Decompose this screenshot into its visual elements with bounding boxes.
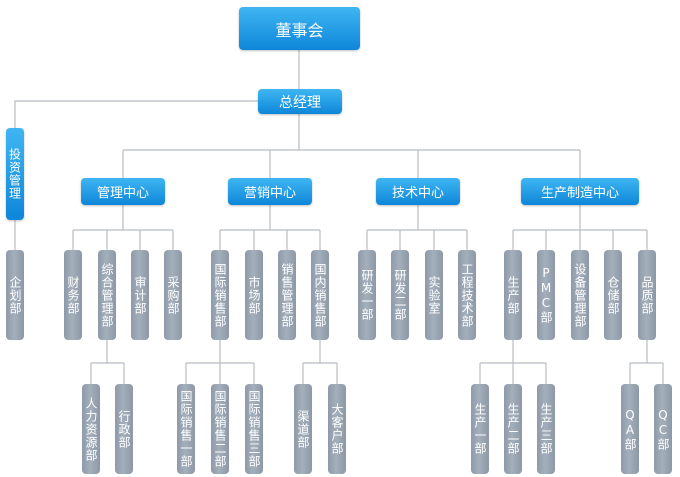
management-center-box: 管理中心	[81, 178, 165, 205]
subdept-label: 生产一部	[473, 403, 487, 455]
dept-label: 生产部	[506, 275, 520, 315]
dept-audit: 审计部	[131, 250, 149, 340]
subdept-label: 渠道部	[296, 409, 310, 449]
subdept-label: 生产三部	[539, 403, 553, 455]
dept-label: 综合管理部	[100, 262, 114, 328]
subdept-intl-3: 国际销售三部	[245, 384, 263, 474]
dept-pmc: PMC部	[537, 250, 555, 340]
subdept-qa: QA部	[621, 384, 639, 474]
chairman-box: 董事会	[239, 7, 360, 50]
dept-label: 品质部	[640, 275, 654, 315]
subdept-production-1: 生产一部	[471, 384, 489, 474]
subdept-intl-2: 国际销售二部	[211, 384, 229, 474]
subdept-key-accounts: 大客户部	[328, 384, 346, 474]
dept-label: 国内销售部	[313, 262, 327, 328]
dept-label: 国际销售部	[213, 262, 227, 328]
subdept-label: 大客户部	[330, 403, 344, 455]
dept-label: 市场部	[247, 275, 261, 315]
subdept-intl-1: 国际销售一部	[177, 384, 195, 474]
dept-label: 研发一部	[360, 269, 374, 321]
subdept-qc: QC部	[654, 384, 672, 474]
dept-label: 审计部	[133, 275, 147, 315]
dept-label: 财务部	[66, 275, 80, 315]
subdept-production-2: 生产二部	[504, 384, 522, 474]
dept-laboratory: 实验室	[425, 250, 443, 340]
dept-label: 销售管理部	[280, 262, 294, 328]
general-manager-label: 总经理	[279, 94, 321, 111]
dept-finance: 财务部	[64, 250, 82, 340]
dept-engineering: 工程技术部	[458, 250, 476, 340]
chairman-label: 董事会	[275, 20, 324, 40]
dept-sales-mgmt: 销售管理部	[278, 250, 296, 340]
dept-market: 市场部	[245, 250, 263, 340]
dept-production: 生产部	[504, 250, 522, 340]
technology-center-label: 技术中心	[391, 186, 444, 201]
dept-domestic-sales: 国内销售部	[311, 250, 329, 340]
subdept-label: 人力资源部	[84, 396, 98, 462]
subdept-label: 生产二部	[506, 403, 520, 455]
dept-label: 仓储部	[606, 275, 620, 315]
subdept-label: 国际销售一部	[179, 390, 193, 468]
production-center-label: 生产制造中心	[540, 186, 619, 201]
dept-intl-sales: 国际销售部	[211, 250, 229, 340]
dept-label: 研发二部	[393, 269, 407, 321]
subdept-label: 行政部	[117, 409, 131, 449]
subdept-channel: 渠道部	[294, 384, 312, 474]
technology-center-box: 技术中心	[376, 178, 460, 205]
dept-label: PMC部	[539, 266, 553, 324]
management-center-label: 管理中心	[96, 186, 149, 201]
dept-warehouse: 仓储部	[604, 250, 622, 340]
subdept-label: QA部	[623, 407, 637, 451]
dept-label: 采购部	[166, 275, 180, 315]
dept-purchasing: 采购部	[164, 250, 182, 340]
dept-label: 实验室	[427, 275, 441, 315]
dept-quality: 品质部	[638, 250, 656, 340]
production-center-box: 生产制造中心	[521, 178, 639, 205]
subdept-hr: 人力资源部	[82, 384, 100, 474]
dept-general-admin: 综合管理部	[98, 250, 116, 340]
dept-label: 工程技术部	[460, 262, 474, 328]
general-manager-box: 总经理	[258, 89, 342, 114]
subdept-production-3: 生产三部	[537, 384, 555, 474]
dept-label: 设备管理部	[573, 262, 587, 328]
subdept-label: QC部	[656, 407, 670, 451]
subdept-label: 国际销售三部	[247, 390, 261, 468]
marketing-center-box: 营销中心	[228, 178, 312, 205]
investment-label: 投资管理	[7, 148, 22, 200]
subdept-admin: 行政部	[115, 384, 133, 474]
planning-label: 企划部	[8, 275, 22, 315]
dept-equipment: 设备管理部	[571, 250, 589, 340]
dept-rd-2: 研发二部	[391, 250, 409, 340]
investment-box: 投资管理	[6, 128, 24, 220]
subdept-label: 国际销售二部	[213, 390, 227, 468]
dept-rd-1: 研发一部	[358, 250, 376, 340]
planning-dept: 企划部	[6, 250, 24, 340]
marketing-center-label: 营销中心	[243, 186, 296, 201]
